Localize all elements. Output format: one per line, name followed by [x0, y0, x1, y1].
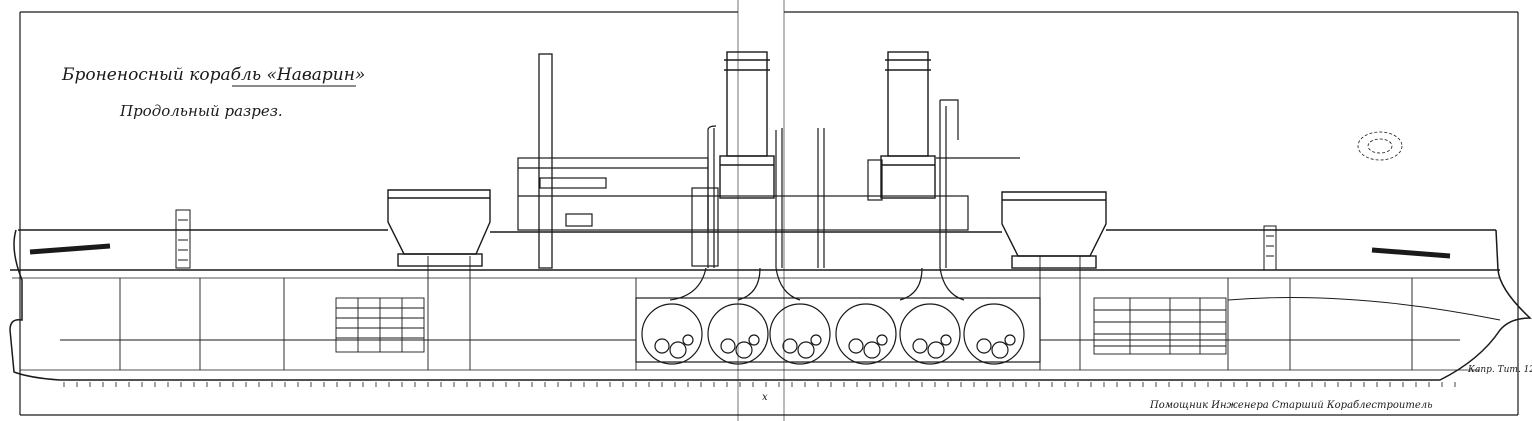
sheet-border [19, 0, 1519, 421]
midship-frame-marker: x [762, 392, 768, 403]
boiler [769, 303, 831, 365]
mast-pole [538, 53, 553, 269]
boiler [963, 303, 1025, 365]
drawing-title: Броненосный корабль «Наварин» [61, 65, 365, 85]
stamp-mark [1357, 131, 1403, 161]
frame-numbers [63, 382, 1456, 387]
boiler [707, 303, 769, 365]
boiler [835, 303, 897, 365]
magazine-fore [335, 297, 425, 353]
boiler-room [635, 267, 1041, 363]
turret-fore [387, 189, 491, 267]
superstructure [517, 157, 1020, 267]
bow-guns [29, 243, 1451, 259]
funnel-aft [880, 51, 936, 199]
turret-aft [1001, 191, 1107, 269]
internal-bulkheads [60, 256, 1501, 370]
ventilators [707, 99, 959, 268]
boilers [641, 303, 1025, 365]
ladders [175, 209, 1277, 271]
boiler [899, 303, 961, 365]
drawing-subtitle: Продольный разрез. [119, 102, 283, 120]
signature-right: Капр. Тит. 12.II.91. [1467, 365, 1532, 375]
boiler [641, 303, 703, 365]
signature-bottom: Помощник Инженера Старший Кораблестроите… [1149, 400, 1433, 411]
funnel-fore [719, 51, 775, 199]
hull-outline [9, 229, 1532, 381]
magazine-aft [1093, 297, 1227, 355]
